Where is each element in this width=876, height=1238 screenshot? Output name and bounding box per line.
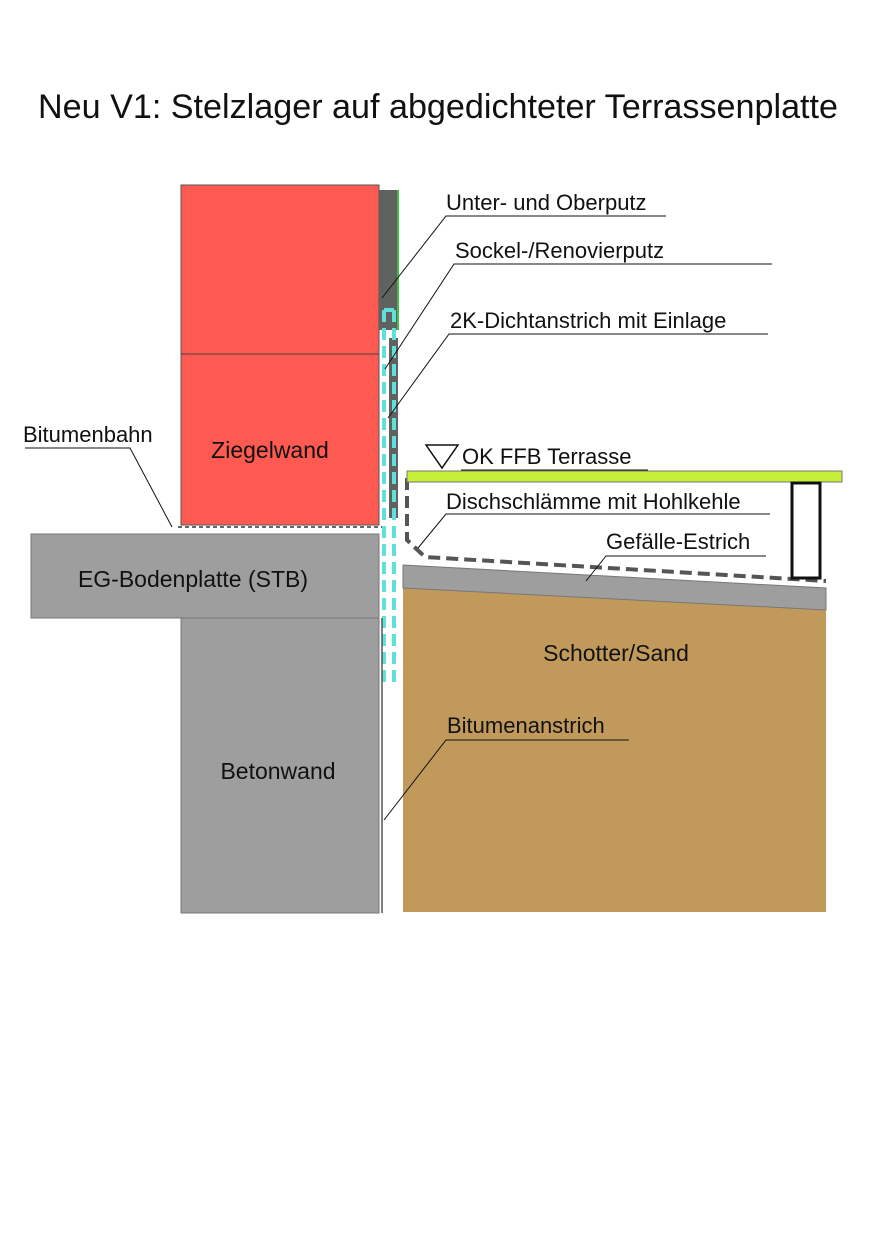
brick-wall [180,184,380,526]
callout-plaster: Unter- und Oberputz [446,190,647,215]
deck-surface [406,470,843,483]
label-concrete-wall: Betonwand [220,758,335,784]
plaster-layer [379,190,397,330]
page-title: Neu V1: Stelzlager auf abgedichteter Ter… [38,88,838,126]
slurry-membrane [405,478,827,583]
callout-bitumen-sheet: Bitumenbahn [23,422,153,447]
slope-screed [402,564,827,611]
label-brick-wall: Ziegelwand [211,437,329,463]
concrete-wall [180,617,380,914]
callout-screed: Gefälle-Estrich [606,529,750,554]
label-gravel: Schotter/Sand [543,640,689,666]
floor-slab [30,533,380,619]
callout-socle-plaster: Sockel-/Renovierputz [455,238,664,263]
label-floor-slab: EG-Bodenplatte (STB) [78,566,308,592]
callout-floor-level: OK FFB Terrasse [462,444,632,469]
level-marker-icon [424,444,460,470]
gravel-fill [403,585,826,912]
callout-sealing-coat: 2K-Dichtanstrich mit Einlage [450,308,726,333]
sealing-coat [382,308,396,684]
callout-slurry: Dischschlämme mit Hohlkehle [446,489,741,514]
leader-lines [25,215,772,821]
pedestal-support [790,481,822,580]
callout-bitumen-coat: Bitumenanstrich [447,713,605,738]
